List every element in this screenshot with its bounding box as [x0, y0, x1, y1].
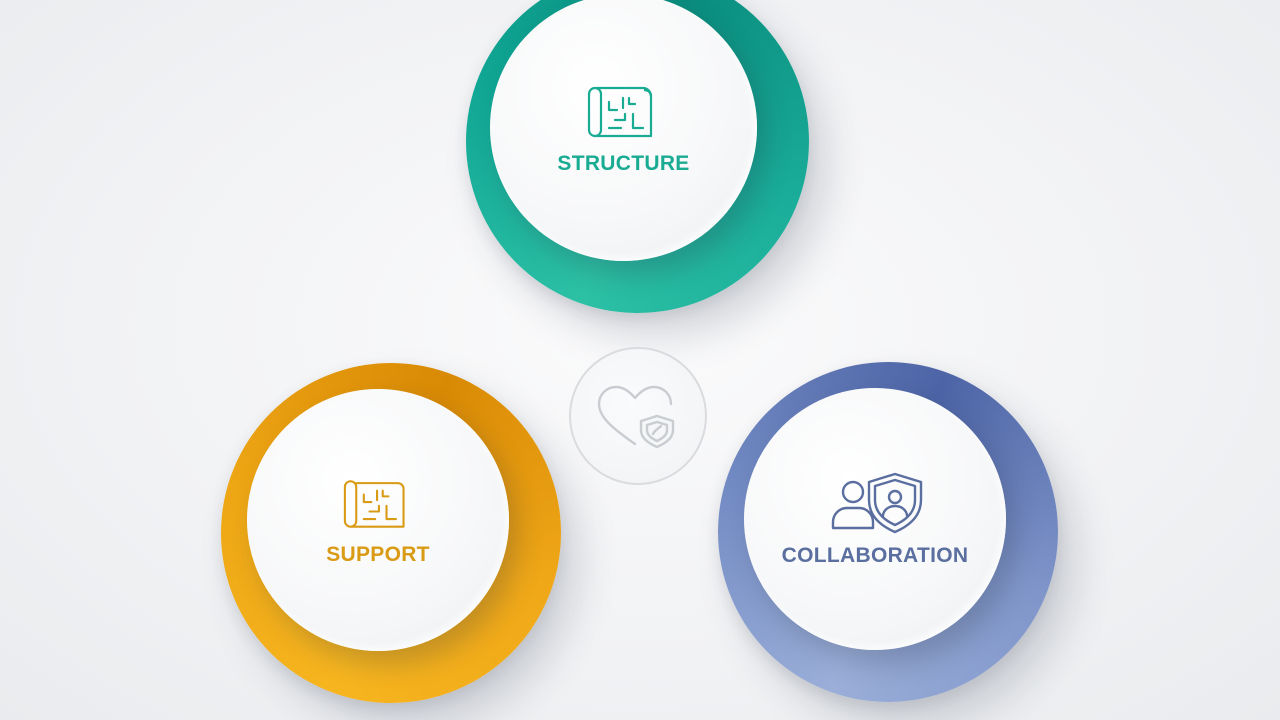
structure-node-face: STRUCTURE	[490, 0, 757, 261]
structure-label: STRUCTURE	[557, 151, 690, 175]
support-node: SUPPORT	[221, 363, 561, 703]
collaboration-node: COLLABORATION	[718, 362, 1058, 702]
support-label: SUPPORT	[326, 543, 430, 566]
collaboration-label: COLLABORATION	[781, 544, 969, 567]
blueprint-icon	[587, 86, 652, 137]
blueprint-icon	[343, 480, 405, 528]
structure-node: STRUCTURE	[466, 0, 809, 313]
collaboration-node-face: COLLABORATION	[744, 388, 1006, 650]
user-shield-icon	[831, 472, 923, 534]
support-node-face: SUPPORT	[247, 389, 509, 651]
heart-shield-icon	[597, 385, 675, 448]
center-hub	[569, 347, 707, 485]
